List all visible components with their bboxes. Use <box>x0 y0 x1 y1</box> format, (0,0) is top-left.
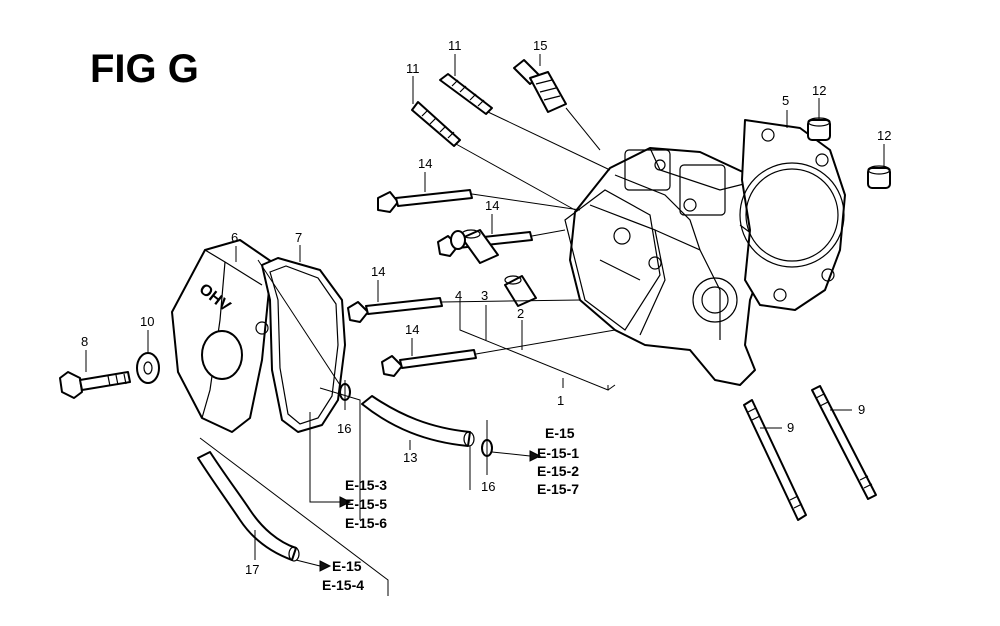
arrow-to-group-b <box>339 496 352 508</box>
collar-2 <box>504 275 537 307</box>
callout-11-a: 11 <box>448 38 462 53</box>
callout-5: 5 <box>782 93 789 108</box>
callout-10: 10 <box>140 314 154 329</box>
callout-14-d: 14 <box>405 322 419 337</box>
stud-bolt-top-b <box>411 101 461 147</box>
callout-9-left: 9 <box>787 420 794 435</box>
collar-3 <box>461 229 499 264</box>
callout-12-b: 12 <box>877 128 891 143</box>
reference-group-a: E-15 E-15-1 E-15-2 E-15-7 <box>537 425 579 497</box>
ref-b-1: E-15-5 <box>345 496 387 512</box>
reference-group-b: E-15-3 E-15-5 E-15-6 <box>345 477 387 531</box>
flange-bolt-1 <box>377 189 473 213</box>
stud-bolt-left <box>743 399 807 521</box>
callout-14-b: 14 <box>485 198 499 213</box>
cover-bolt <box>59 371 131 399</box>
head-gasket <box>739 119 846 311</box>
dowel-pin-lower <box>867 165 891 189</box>
head-cover-gasket-outline <box>564 189 661 331</box>
stud-bolt-right <box>811 385 877 500</box>
callout-2: 2 <box>517 306 524 321</box>
callout-3: 3 <box>481 288 488 303</box>
callout-7: 7 <box>295 230 302 245</box>
breather-tube <box>361 395 475 447</box>
cylinder-head <box>569 147 776 386</box>
leader-lines <box>85 54 885 596</box>
head-cover-gasket <box>261 257 346 433</box>
figure-title: FIG G <box>90 47 199 91</box>
callout-1: 1 <box>557 393 564 408</box>
head-cover: OHV <box>171 239 273 433</box>
breather-hose <box>197 451 300 562</box>
arrow-to-group-c <box>319 560 332 572</box>
arrow-to-group-a <box>529 450 542 462</box>
seal-ring-4 <box>450 230 466 250</box>
ref-c-1: E-15-4 <box>322 577 364 593</box>
callout-8: 8 <box>81 334 88 349</box>
dowel-pin-upper <box>807 117 831 141</box>
reference-group-c: E-15 E-15-4 <box>322 558 364 593</box>
callout-14-a: 14 <box>418 156 432 171</box>
ref-a-2: E-15-2 <box>537 463 579 479</box>
ref-a-1: E-15-1 <box>537 445 579 461</box>
flange-bolt-3 <box>347 297 443 323</box>
callout-15: 15 <box>533 38 547 53</box>
callout-numbers: 1 2 3 4 5 6 7 8 9 9 10 11 11 12 12 13 14… <box>81 38 891 577</box>
ref-b-2: E-15-6 <box>345 515 387 531</box>
callout-12-a: 12 <box>812 83 826 98</box>
spark-plug <box>513 59 567 113</box>
callout-17: 17 <box>245 562 259 577</box>
ref-c-0: E-15 <box>332 558 362 574</box>
callout-16-upper: 16 <box>337 421 351 436</box>
callout-4: 4 <box>455 288 462 303</box>
arrowheads <box>319 450 542 572</box>
washer <box>136 352 160 384</box>
callout-6: 6 <box>231 230 238 245</box>
ref-a-3: E-15-7 <box>537 481 579 497</box>
ref-b-0: E-15-3 <box>345 477 387 493</box>
callout-11-b: 11 <box>406 61 420 76</box>
stud-bolt-top-a <box>439 73 493 115</box>
callout-13: 13 <box>403 450 417 465</box>
callout-9-right: 9 <box>858 402 865 417</box>
ref-a-0: E-15 <box>545 425 575 441</box>
callout-14-c: 14 <box>371 264 385 279</box>
callout-16-lower: 16 <box>481 479 495 494</box>
flange-bolt-4 <box>381 349 477 377</box>
